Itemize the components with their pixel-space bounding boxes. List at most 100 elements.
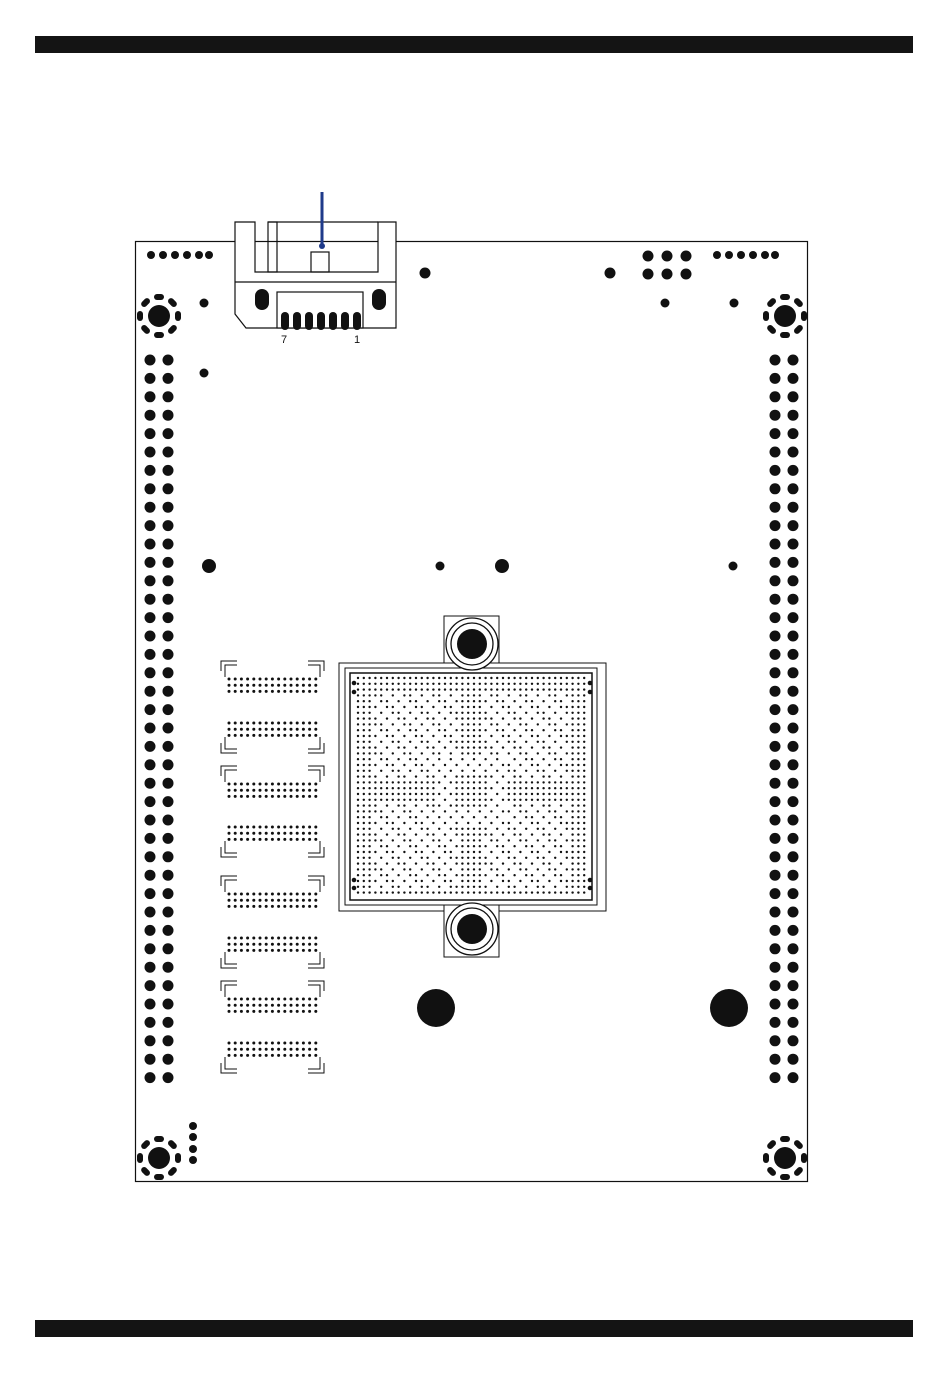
bga-ball <box>473 839 475 841</box>
memory-ball <box>314 678 317 681</box>
bga-ball <box>386 683 388 685</box>
bga-ball <box>363 886 365 888</box>
bga-ball <box>415 758 417 760</box>
memory-ball <box>252 998 255 1001</box>
bga-ball <box>496 828 498 830</box>
bga-ball <box>484 804 486 806</box>
bga-ball <box>357 764 359 766</box>
bga-ball <box>467 729 469 731</box>
chip-bracket <box>221 661 237 671</box>
header-pin <box>788 483 799 494</box>
bga-ball <box>571 874 573 876</box>
bga-ball <box>363 781 365 783</box>
header-pin <box>145 907 156 918</box>
bga-ball <box>363 729 365 731</box>
bga-ball <box>542 700 544 702</box>
bga-ball <box>467 828 469 830</box>
bga-ball <box>426 683 428 685</box>
via <box>147 251 155 259</box>
bga-ball <box>392 857 394 859</box>
bga-ball <box>571 799 573 801</box>
bga-ball <box>415 706 417 708</box>
bga-ball <box>421 706 423 708</box>
bga-ball <box>450 804 452 806</box>
bga-ball <box>438 729 440 731</box>
bga-ball <box>397 804 399 806</box>
bga-ball <box>560 746 562 748</box>
via <box>713 251 721 259</box>
bga-ball <box>438 857 440 859</box>
bga-ball <box>415 845 417 847</box>
memory-ball <box>314 949 317 952</box>
memory-ball <box>252 1042 255 1045</box>
memory-ball <box>290 905 293 908</box>
memory-ball <box>308 783 311 786</box>
bga-ball <box>357 868 359 870</box>
bga-ball <box>374 868 376 870</box>
bga-ball <box>473 868 475 870</box>
memory-ball <box>314 937 317 940</box>
bga-ball <box>397 746 399 748</box>
mount-pad <box>175 1153 181 1163</box>
bga-ball <box>461 683 463 685</box>
bga-ball <box>548 793 550 795</box>
bga-ball <box>577 787 579 789</box>
bga-ball <box>484 741 486 743</box>
bga-ball <box>374 723 376 725</box>
bga-ball <box>566 868 568 870</box>
bga-ball <box>450 868 452 870</box>
header-pin <box>145 999 156 1010</box>
bga-ball <box>583 729 585 731</box>
memory-ball <box>265 722 268 725</box>
bga-ball <box>397 886 399 888</box>
bga-ball <box>392 828 394 830</box>
memory-ball <box>277 690 280 693</box>
bga-ball <box>368 677 370 679</box>
bga-ball <box>496 839 498 841</box>
bga-ball <box>368 799 370 801</box>
bga-ball <box>380 758 382 760</box>
memory-ball <box>240 1048 243 1051</box>
bga-ball <box>548 839 550 841</box>
bga-ball <box>525 758 527 760</box>
memory-ball <box>234 1004 237 1007</box>
bga-ball <box>531 880 533 882</box>
header-pin <box>145 649 156 660</box>
mounting-hole <box>417 989 455 1027</box>
bga-ball <box>461 862 463 864</box>
bga-ball <box>583 880 585 882</box>
memory-ball <box>290 690 293 693</box>
header-pin <box>145 667 156 678</box>
memory-ball <box>246 905 249 908</box>
bga-ball <box>513 828 515 830</box>
memory-ball <box>290 734 293 737</box>
bga-ball <box>467 880 469 882</box>
memory-ball <box>302 678 305 681</box>
bga-ball <box>479 729 481 731</box>
bga-ball <box>467 810 469 812</box>
bga-ball <box>479 804 481 806</box>
chip-bracket <box>308 981 324 991</box>
memory-ball <box>302 905 305 908</box>
memory-ball <box>290 899 293 902</box>
header-pin <box>145 704 156 715</box>
bga-ball <box>397 700 399 702</box>
bga-ball <box>577 868 579 870</box>
bga-ball <box>386 851 388 853</box>
memory-ball <box>308 943 311 946</box>
bga-ball <box>566 828 568 830</box>
header-pin <box>163 594 174 605</box>
bga-ball <box>484 781 486 783</box>
memory-chip <box>221 722 324 754</box>
bga-ball <box>484 787 486 789</box>
bga-ball <box>566 799 568 801</box>
memory-ball <box>283 937 286 940</box>
header-pin <box>770 796 781 807</box>
bga-ball <box>560 775 562 777</box>
bga-ball <box>537 851 539 853</box>
bga-ball <box>571 677 573 679</box>
bga-ball <box>583 839 585 841</box>
memory-ball <box>234 838 237 841</box>
bga-ball <box>380 781 382 783</box>
mount-pad <box>167 1166 178 1177</box>
